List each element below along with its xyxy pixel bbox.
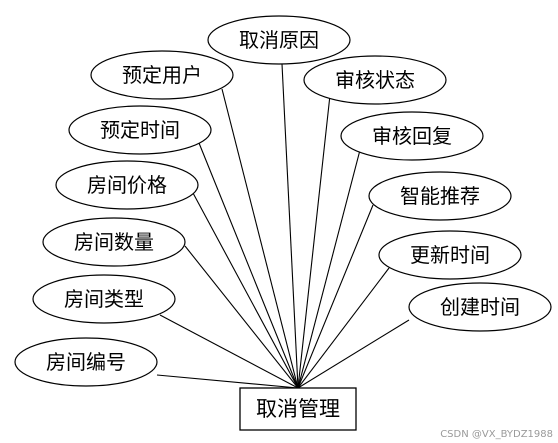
connector-update-time (297, 267, 390, 389)
connector-cancel-reason (281, 63, 299, 389)
connector-room-number (156, 374, 299, 389)
attribute-label: 预定时间 (100, 118, 180, 142)
connector-review-reply (297, 149, 361, 389)
attribute-label: 智能推荐 (400, 184, 480, 208)
connector-room-type (159, 314, 299, 389)
attribute-label: 预定用户 (122, 63, 202, 87)
attribute-smart-recommend: 智能推荐 (368, 171, 512, 221)
attribute-label: 房间价格 (87, 173, 167, 197)
entity-box: 取消管理 (239, 387, 357, 431)
attribute-room-quantity: 房间数量 (42, 217, 186, 267)
attribute-create-time: 创建时间 (408, 282, 552, 332)
attribute-room-type: 房间类型 (32, 274, 176, 324)
attribute-label: 审核状态 (335, 68, 415, 92)
attribute-ellipse (408, 282, 552, 332)
attribute-ellipse (14, 337, 158, 387)
connector-room-quantity (184, 245, 299, 389)
attribute-label: 更新时间 (410, 243, 490, 267)
attribute-review-status: 审核状态 (303, 55, 447, 105)
attribute-ellipse (207, 15, 351, 65)
connector-smart-recommend (297, 204, 374, 389)
connector-room-price (192, 192, 299, 389)
attribute-label: 房间数量 (74, 230, 154, 254)
connector-lines (156, 63, 410, 389)
attribute-label: 审核回复 (372, 124, 452, 148)
attribute-label: 取消原因 (239, 28, 319, 52)
attribute-booking-user: 预定用户 (90, 50, 234, 100)
attribute-label: 创建时间 (440, 295, 520, 319)
attribute-ellipse (68, 105, 212, 155)
attribute-ellipse (55, 160, 199, 210)
attribute-ellipse (90, 50, 234, 100)
attribute-label: 房间类型 (64, 287, 144, 311)
attribute-ellipse (340, 111, 484, 161)
attribute-ellipse (32, 274, 176, 324)
connector-booking-user (221, 88, 299, 389)
attribute-cancel-reason: 取消原因 (207, 15, 351, 65)
attribute-review-reply: 审核回复 (340, 111, 484, 161)
connector-review-status (297, 94, 331, 389)
attribute-label: 房间编号 (46, 350, 126, 374)
attribute-ellipse (303, 55, 447, 105)
attribute-ellipse (42, 217, 186, 267)
connector-create-time (297, 319, 410, 389)
attribute-room-price: 房间价格 (55, 160, 199, 210)
attribute-update-time: 更新时间 (378, 230, 522, 280)
attribute-ellipse (378, 230, 522, 280)
attribute-ellipse (368, 171, 512, 221)
attribute-room-number: 房间编号 (14, 337, 158, 387)
attribute-booking-time: 预定时间 (68, 105, 212, 155)
entity-label: 取消管理 (256, 397, 340, 421)
connector-booking-time (198, 142, 299, 389)
watermark-text: CSDN @VX_BYDZ1988 (440, 429, 553, 440)
